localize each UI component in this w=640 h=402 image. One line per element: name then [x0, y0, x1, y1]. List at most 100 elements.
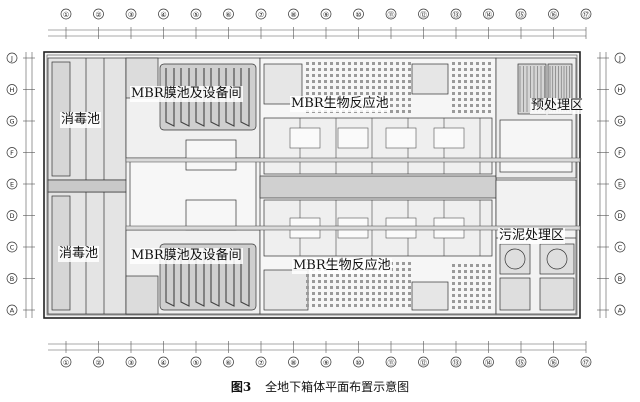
aerator-mark [464, 294, 467, 297]
row-bubble [614, 147, 626, 158]
row-bubble-label: J [618, 55, 621, 63]
disinfection-zone-drawing [47, 57, 127, 315]
aerator-mark [330, 86, 333, 89]
column-bubble [548, 356, 559, 368]
aerator-mark [366, 86, 369, 89]
aerator-mark [452, 80, 455, 83]
column-bubble [158, 356, 169, 368]
row-bubble-label: H [618, 86, 623, 94]
aerator-mark [372, 286, 375, 289]
row-bubble-label: F [10, 149, 14, 157]
aerator-mark [312, 304, 315, 307]
aerator-mark [476, 74, 479, 77]
aerator-mark [408, 298, 411, 301]
aerator-mark [324, 74, 327, 77]
column-bubble-label: ⑪ [388, 11, 395, 19]
row-bubble [6, 84, 18, 95]
aerator-mark [366, 62, 369, 65]
column-bubble [125, 8, 137, 20]
aerator-mark [452, 110, 455, 113]
dimension-lines [25, 29, 607, 351]
column-bubble [60, 8, 72, 20]
aerator-mark [458, 74, 461, 77]
aerator-mark [324, 92, 327, 95]
column-bubble [255, 8, 267, 20]
aerator-mark [396, 274, 399, 277]
column-bubble [548, 8, 559, 20]
aerator-mark [336, 62, 339, 65]
aerator-mark [488, 110, 491, 113]
aerator-mark [390, 86, 393, 89]
aerator-mark [470, 68, 473, 71]
aerator-mark [372, 298, 375, 301]
aerator-mark [390, 104, 393, 107]
aerator-mark [470, 80, 473, 83]
aerator-mark [452, 276, 455, 279]
column-bubble [223, 356, 234, 368]
aerator-mark [482, 74, 485, 77]
aerator-mark [360, 292, 363, 295]
column-bubble-label: ② [95, 359, 101, 367]
equipment-box [385, 127, 417, 149]
column-bubble-label: ⑭ [485, 359, 492, 367]
aerator-mark [384, 62, 387, 65]
sludge-zone-drawing [495, 179, 577, 315]
aerator-mark [390, 274, 393, 277]
aerator-mark [360, 80, 363, 83]
column-bubble-label: ⑧ [290, 11, 296, 19]
aerator-mark [476, 104, 479, 107]
aerator-mark [306, 304, 309, 307]
zone-label-pretreatment: 预处理区 [530, 98, 585, 114]
aerator-mark [452, 282, 455, 285]
aerator-mark [342, 274, 345, 277]
column-bubble [353, 356, 364, 368]
aerator-mark [318, 274, 321, 277]
row-bubble [6, 210, 18, 221]
aerator-mark [360, 92, 363, 95]
aerator-mark [470, 98, 473, 101]
aerator-mark [354, 274, 357, 277]
row-bubble-label: C [10, 244, 15, 252]
aerator-mark [330, 304, 333, 307]
aerator-mark [476, 80, 479, 83]
row-bubble [6, 147, 18, 158]
aerator-mark [354, 298, 357, 301]
membrane-pipe [165, 248, 175, 307]
aerator-mark [452, 264, 455, 267]
aerator-mark [488, 62, 491, 65]
aerator-mark [464, 68, 467, 71]
aerator-mark [476, 98, 479, 101]
aerator-mark [408, 74, 411, 77]
aerator-mark [464, 62, 467, 65]
aerator-mark [452, 270, 455, 273]
aerator-mark [396, 92, 399, 95]
aerator-mark [488, 294, 491, 297]
column-bubble-label: ① [63, 359, 69, 367]
aerator-mark [318, 80, 321, 83]
aerator-mark [482, 62, 485, 65]
aerator-mark [458, 306, 461, 309]
aerator-mark [336, 80, 339, 83]
aerator-mark [324, 86, 327, 89]
row-bubble [614, 178, 626, 190]
aerator-mark [324, 280, 327, 283]
aerator-mark [470, 294, 473, 297]
aerator-mark [336, 298, 339, 301]
aerator-mark [482, 282, 485, 285]
aerator-mark [458, 300, 461, 303]
aerator-mark [384, 274, 387, 277]
aerator-mark [476, 68, 479, 71]
aerator-mark [366, 304, 369, 307]
aerator-mark [452, 306, 455, 309]
aerator-mark [378, 292, 381, 295]
aerator-mark [458, 270, 461, 273]
row-bubble-label: G [617, 118, 622, 126]
zone-label-disinfection-top: 消毒池 [60, 112, 102, 128]
aerator-mark [402, 110, 405, 113]
aerator-mark [452, 300, 455, 303]
aerator-mark [452, 74, 455, 77]
aerator-mark [390, 304, 393, 307]
